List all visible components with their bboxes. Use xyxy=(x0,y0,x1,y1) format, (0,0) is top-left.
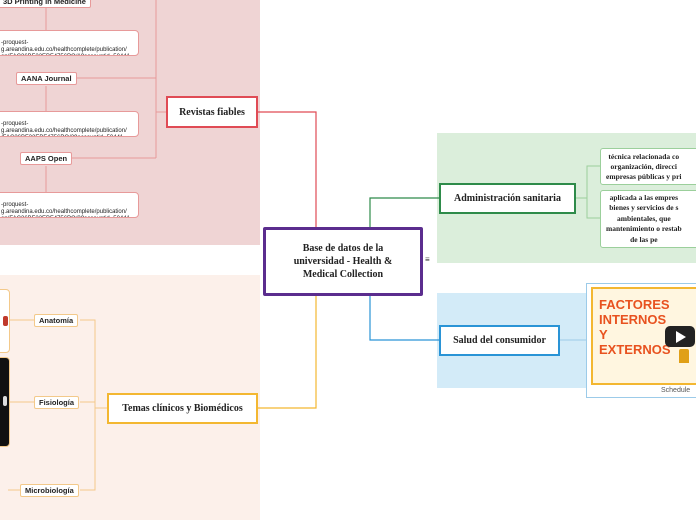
video-card[interactable]: FACTORES INTERNOS Y EXTERNOS Schedule xyxy=(586,283,696,398)
video-title-4: EXTERNOS xyxy=(599,342,671,357)
admin-note[interactable]: aplicada a las empres bienes y servicios… xyxy=(600,190,696,248)
tema-title[interactable]: Fisiología xyxy=(34,396,80,409)
admin-node[interactable]: Administración sanitaria xyxy=(439,183,576,214)
revista-link-text: -proquest- g.areandina.edu.co/healthcomp… xyxy=(1,202,130,217)
video-title-3: Y xyxy=(599,327,608,342)
video-title-1: FACTORES xyxy=(599,297,670,312)
central-topic[interactable]: Base de datos de la universidad - Health… xyxy=(263,227,423,296)
revista-link-text: -proquest- g.areandina.edu.co/healthcomp… xyxy=(1,40,130,55)
revista-link[interactable]: -proquest- g.areandina.edu.co/healthcomp… xyxy=(0,111,139,137)
decorative-figure-icon xyxy=(679,349,689,363)
play-triangle-icon xyxy=(676,331,686,343)
fisiologia-image-mark xyxy=(3,396,7,406)
temas-label: Temas clínicos y Biomédicos xyxy=(122,403,243,414)
menu-icon[interactable]: ≡ xyxy=(425,255,430,264)
fisiologia-image[interactable] xyxy=(0,357,10,447)
video-caption: Schedule xyxy=(661,387,691,394)
revista-link-text: -proquest- g.areandina.edu.co/healthcomp… xyxy=(1,121,127,136)
revistas-node[interactable]: Revistas fiables xyxy=(166,96,258,128)
anatomia-image[interactable] xyxy=(0,289,10,353)
central-topic-label: Base de datos de la universidad - Health… xyxy=(293,243,393,280)
revista-link[interactable]: -proquest- g.areandina.edu.co/healthcomp… xyxy=(0,192,139,218)
revista-title[interactable]: AAPS Open xyxy=(20,152,73,165)
tema-title[interactable]: Microbiología xyxy=(20,484,79,497)
revista-title[interactable]: 3D Printing in Medicine xyxy=(0,0,91,8)
revistas-label: Revistas fiables xyxy=(179,106,245,118)
play-button-icon[interactable] xyxy=(665,326,695,347)
anatomia-image-mark xyxy=(3,316,8,326)
revista-title[interactable]: AANA Journal xyxy=(16,72,77,85)
admin-label: Administración sanitaria xyxy=(454,193,561,204)
revista-link[interactable]: -proquest- g.areandina.edu.co/healthcomp… xyxy=(0,30,139,56)
tema-title[interactable]: Anatomía xyxy=(34,314,79,327)
temas-node[interactable]: Temas clínicos y Biomédicos xyxy=(107,393,258,424)
video-title-2: INTERNOS xyxy=(599,312,667,327)
video-thumbnail[interactable]: FACTORES INTERNOS Y EXTERNOS xyxy=(591,287,696,385)
admin-note-text: técnica relacionada co organización, dir… xyxy=(606,151,682,181)
consumidor-node[interactable]: Salud del consumidor xyxy=(439,325,560,356)
admin-note[interactable]: técnica relacionada co organización, dir… xyxy=(600,148,696,185)
consumidor-label: Salud del consumidor xyxy=(453,335,546,346)
admin-note-text: aplicada a las empres bienes y servicios… xyxy=(606,192,682,244)
